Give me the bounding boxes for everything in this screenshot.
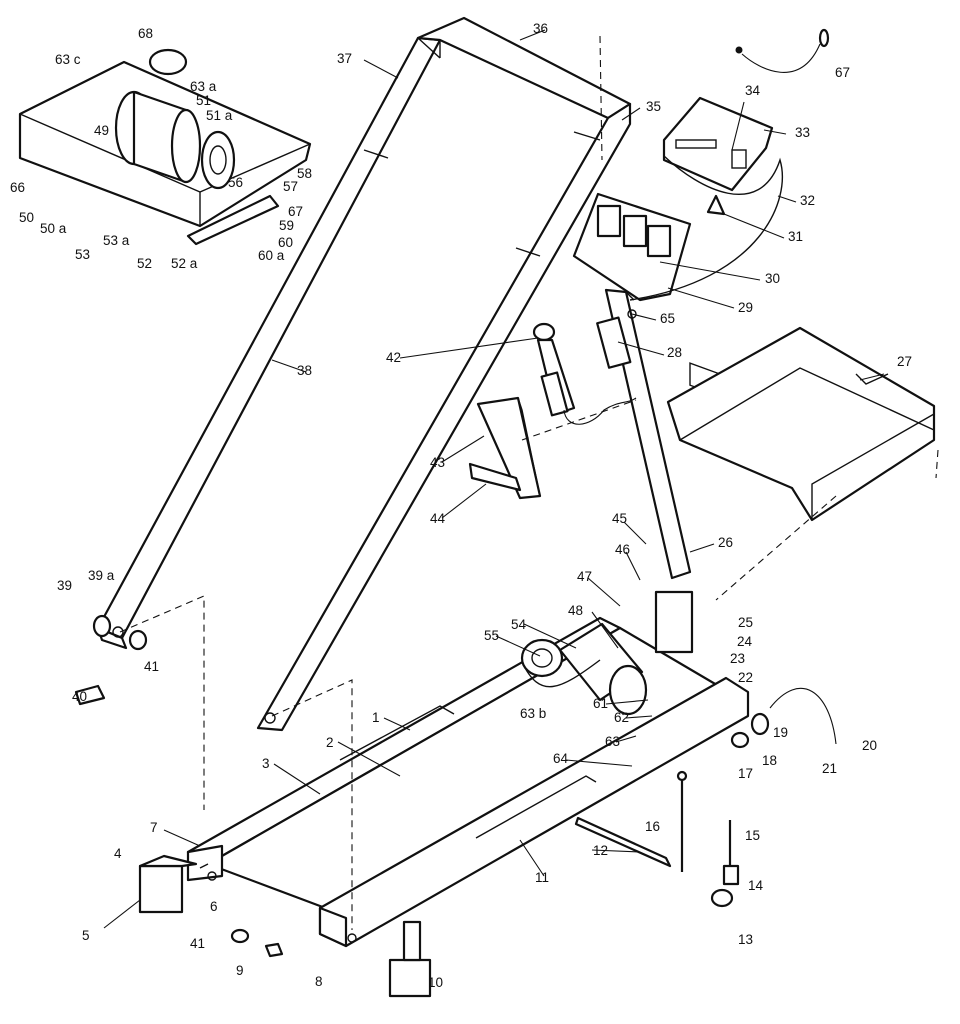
callout-68: 68 (138, 26, 153, 41)
callout-27: 27 (897, 354, 912, 369)
assembly-lines (119, 35, 939, 930)
drive-motor-48 (520, 622, 648, 716)
callout-46: 46 (615, 542, 630, 557)
motor-inset (18, 48, 312, 246)
callout-63a: 63 a (190, 79, 217, 94)
callout-22: 22 (738, 670, 753, 685)
callout-53a: 53 a (103, 233, 130, 248)
callout-63c: 63 c (55, 52, 81, 67)
bracket-43-44 (468, 396, 542, 500)
callout-1: 1 (372, 710, 380, 725)
callout-41a: 41 (144, 659, 159, 674)
callout-28: 28 (667, 345, 682, 360)
callout-labels: 1234567891011121314151617181920212223242… (10, 21, 912, 990)
callout-24: 24 (737, 634, 753, 649)
callout-52a: 52 a (171, 256, 198, 271)
callout-49: 49 (94, 123, 109, 138)
console-assembly (572, 28, 830, 397)
callout-33: 33 (795, 125, 810, 140)
callout-17: 17 (738, 766, 753, 781)
callout-64: 64 (553, 751, 569, 766)
callout-30: 30 (765, 271, 780, 286)
base-frame (186, 616, 750, 948)
callout-60: 60 (278, 235, 293, 250)
callout-62: 62 (614, 710, 629, 725)
callout-3: 3 (262, 756, 270, 771)
callout-44: 44 (430, 511, 446, 526)
callout-50: 50 (19, 210, 34, 225)
console-display-33 (662, 96, 774, 192)
callout-56: 56 (228, 175, 243, 190)
callout-10: 10 (428, 975, 443, 990)
callout-63: 63 (605, 734, 620, 749)
callout-12: 12 (593, 843, 608, 858)
callout-43: 43 (430, 455, 445, 470)
callout-67a: 67 (835, 65, 850, 80)
callout-15: 15 (745, 828, 760, 843)
hardware (74, 590, 837, 998)
right-handrail-tube (256, 102, 632, 732)
callout-53: 53 (75, 247, 90, 262)
callout-5: 5 (82, 928, 90, 943)
callout-38: 38 (297, 363, 312, 378)
callout-16: 16 (645, 819, 660, 834)
incline-actuator-42 (532, 322, 637, 425)
callout-40: 40 (72, 689, 87, 704)
callout-52: 52 (137, 256, 152, 271)
leg-10 (388, 958, 432, 998)
handrail-frame (96, 16, 632, 732)
callout-6: 6 (210, 899, 218, 914)
callout-9: 9 (236, 963, 244, 978)
callout-19: 19 (773, 725, 788, 740)
callout-36: 36 (533, 21, 548, 36)
callout-7: 7 (150, 820, 158, 835)
callout-18: 18 (762, 753, 777, 768)
callout-29: 29 (738, 300, 753, 315)
callout-35: 35 (646, 99, 661, 114)
callout-20: 20 (862, 738, 877, 753)
callout-11: 11 (535, 870, 549, 885)
motor-hood-27 (666, 326, 936, 522)
callout-39: 39 (57, 578, 72, 593)
callout-45: 45 (612, 511, 627, 526)
callout-31: 31 (788, 229, 803, 244)
callout-23: 23 (730, 651, 745, 666)
foot-cap-4 (138, 864, 184, 914)
callout-54: 54 (511, 617, 527, 632)
callout-61: 61 (593, 696, 608, 711)
callout-47: 47 (577, 569, 592, 584)
callout-34: 34 (745, 83, 761, 98)
callout-51: 51 (196, 93, 211, 108)
leader-lines (163, 29, 885, 877)
callout-4: 4 (114, 846, 122, 861)
callout-2: 2 (326, 735, 334, 750)
callout-60a: 60 a (258, 248, 285, 263)
callout-65: 65 (660, 311, 675, 326)
callout-32: 32 (800, 193, 815, 208)
callout-37: 37 (337, 51, 352, 66)
callout-50a: 50 a (40, 221, 67, 236)
callout-57: 57 (283, 179, 298, 194)
callout-66: 66 (10, 180, 25, 195)
upright-post (596, 288, 692, 580)
callout-48: 48 (568, 603, 583, 618)
callout-25: 25 (738, 615, 753, 630)
callout-63b: 63 b (520, 706, 546, 721)
callout-41b: 41 (190, 936, 205, 951)
callout-55: 55 (484, 628, 499, 643)
callout-59: 59 (279, 218, 294, 233)
callout-14: 14 (748, 878, 764, 893)
callout-51a: 51 a (206, 108, 233, 123)
callout-42: 42 (386, 350, 401, 365)
callout-21: 21 (822, 761, 837, 776)
callout-58: 58 (297, 166, 312, 181)
callout-39a: 39 a (88, 568, 115, 583)
callout-13: 13 (738, 932, 753, 947)
callout-26: 26 (718, 535, 733, 550)
top-crossbar (416, 16, 632, 120)
callout-67b: 67 (288, 204, 303, 219)
callout-8: 8 (315, 974, 323, 989)
